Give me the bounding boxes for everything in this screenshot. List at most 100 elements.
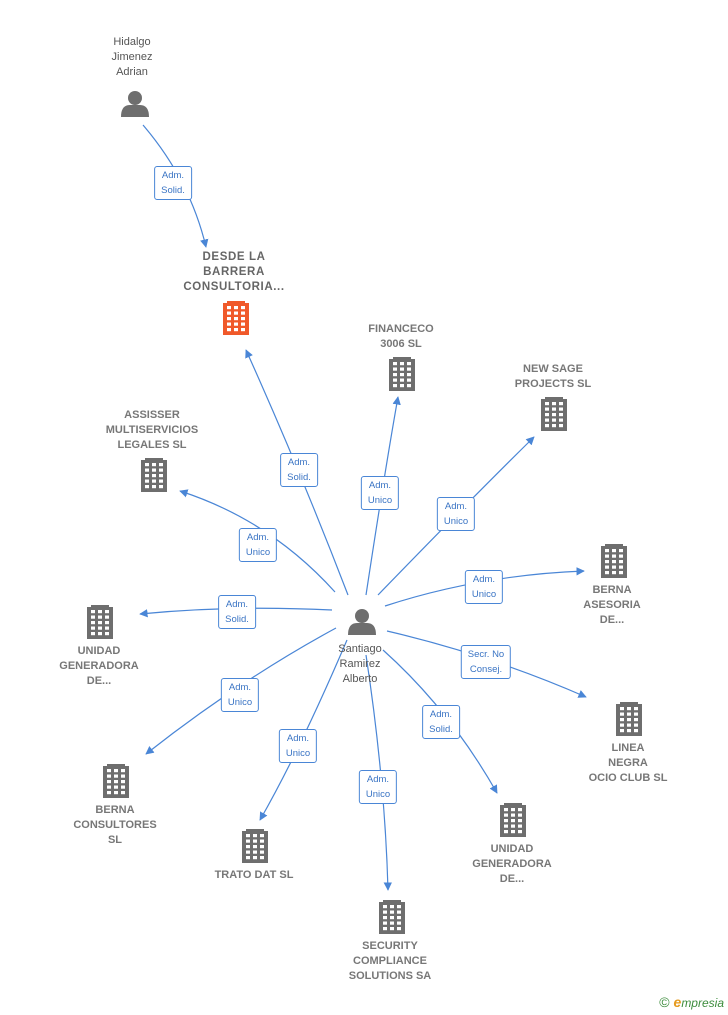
role-badge-line: Unico xyxy=(443,516,469,527)
role-badge-assisser[interactable]: Adm. Unico xyxy=(238,528,278,562)
brand-logo-initial: e xyxy=(673,994,682,1010)
role-badge-line: Adm. xyxy=(368,480,392,491)
node-label-line: COMPLIANCE xyxy=(353,955,427,967)
role-badge-bernaConsultores[interactable]: Adm.Unico xyxy=(220,678,260,712)
building-icon-security[interactable] xyxy=(379,900,405,934)
role-badge-line: Adm. xyxy=(246,532,270,543)
role-badge-unidad1[interactable]: Adm. Solid. xyxy=(218,595,256,629)
brand-logo-text: mpresia xyxy=(681,996,724,1010)
node-label-line: UNIDAD xyxy=(490,843,534,855)
node-label-line: 3006 SL xyxy=(380,338,422,350)
node-label-trato[interactable]: TRATO DAT SL xyxy=(215,868,294,883)
role-badge-unidad2[interactable]: Adm. Solid. xyxy=(422,705,460,739)
node-label-line: Jimenez xyxy=(111,51,153,63)
copyright-symbol: © xyxy=(659,994,670,1010)
node-label-line: Adrian xyxy=(116,66,148,78)
node-label-line: SECURITY xyxy=(362,940,418,952)
node-label-line: SOLUTIONS SA xyxy=(348,970,432,982)
role-badge-line: Adm. xyxy=(161,170,185,181)
role-badge-line: Adm. xyxy=(228,682,252,693)
building-icon-bernaConsultores[interactable] xyxy=(103,764,129,798)
role-badge-line: Adm. xyxy=(444,501,468,512)
role-badge-line: Adm. xyxy=(366,774,390,785)
node-label-line: ASSISSER xyxy=(124,409,180,421)
role-badge-line: Adm. xyxy=(225,599,249,610)
node-label-line: NEW SAGE xyxy=(523,363,583,375)
node-label-line: Hidalgo xyxy=(113,36,151,48)
node-label-line: DE... xyxy=(86,675,112,687)
node-label-line: DE... xyxy=(599,614,625,626)
node-label-line: LEGALES SL xyxy=(117,439,187,451)
footer-brand: © empresia xyxy=(659,994,724,1010)
role-badge-line: Solid. xyxy=(161,185,185,196)
role-badge-line: Unico xyxy=(365,789,391,800)
role-badge-trato[interactable]: Adm. Unico xyxy=(278,729,318,763)
node-label-line: DESDE LA xyxy=(202,251,266,263)
node-label-unidad2[interactable]: UNIDAD GENERADORA DE... xyxy=(472,842,551,887)
node-label-line: LINEA xyxy=(611,742,645,754)
node-label-line: Ramirez xyxy=(339,658,381,670)
node-label-line: DE... xyxy=(499,873,525,885)
role-badge-line: Unico xyxy=(471,589,497,600)
node-label-line: GENERADORA xyxy=(472,858,552,870)
node-label-line: TRATO DAT SL xyxy=(214,869,294,881)
node-label-line: CONSULTORIA... xyxy=(183,281,285,293)
node-label-unidad1[interactable]: UNIDAD GENERADORA DE... xyxy=(59,644,138,689)
role-badge-line: Unico xyxy=(245,547,271,558)
node-label-line: GENERADORA xyxy=(59,660,139,672)
node-label-line: PROJECTS SL xyxy=(514,378,592,390)
person-icon-santiago[interactable] xyxy=(348,609,376,635)
building-icon-bernaAsesoria[interactable] xyxy=(601,544,627,578)
node-label-line: MULTISERVICIOS xyxy=(105,424,199,436)
building-icon-assisser[interactable] xyxy=(141,458,167,492)
node-label-line: CONSULTORES xyxy=(73,819,157,831)
node-label-bernaAsesoria[interactable]: BERNA ASESORIA DE... xyxy=(583,583,640,628)
building-icon-trato[interactable] xyxy=(242,829,268,863)
role-badge-line: Unico xyxy=(285,748,311,759)
role-badge-line: Adm. xyxy=(429,709,453,720)
person-icon-hidalgo[interactable] xyxy=(121,91,149,117)
role-badge-line: Adm. xyxy=(286,733,310,744)
node-label-assisser[interactable]: ASSISSER MULTISERVICIOS LEGALES SL xyxy=(106,408,199,453)
role-badge-bernaAsesoria[interactable]: Adm. Unico xyxy=(464,570,504,604)
building-icon-unidad2[interactable] xyxy=(500,803,526,837)
role-badge-desde[interactable]: Adm. Solid. xyxy=(280,453,318,487)
role-badge-line: Solid. xyxy=(429,724,453,735)
role-badge-line: Adm. xyxy=(472,574,496,585)
role-badge-financeco[interactable]: Adm. Unico xyxy=(360,476,400,510)
building-icon-desde[interactable] xyxy=(223,301,249,335)
role-badge-line: Consej. xyxy=(469,664,503,675)
node-label-bernaConsultores[interactable]: BERNA CONSULTORES SL xyxy=(73,803,156,848)
building-icon-financeco[interactable] xyxy=(389,357,415,391)
building-icon-linea[interactable] xyxy=(616,702,642,736)
node-label-desde[interactable]: DESDE LA BARRERA CONSULTORIA... xyxy=(183,250,284,295)
role-badge-security[interactable]: Adm. Unico xyxy=(358,770,398,804)
role-badge-line: Secr. No xyxy=(467,649,505,660)
role-badge-newsage[interactable]: Adm. Unico xyxy=(436,497,476,531)
node-label-line: UNIDAD xyxy=(77,645,121,657)
role-badge-line: Solid. xyxy=(287,472,311,483)
node-label-line: BERNA xyxy=(95,804,135,816)
building-icon-newsage[interactable] xyxy=(541,397,567,431)
node-label-line: BERNA xyxy=(592,584,632,596)
role-badge-line: Adm. xyxy=(287,457,311,468)
node-label-security[interactable]: SECURITY COMPLIANCE SOLUTIONS SA xyxy=(349,939,432,984)
node-label-line: ASESORIA xyxy=(583,599,641,611)
node-label-line: Alberto xyxy=(342,673,378,685)
role-badge-linea[interactable]: Secr. No Consej. xyxy=(460,645,512,679)
role-badge-desde[interactable]: Adm. Solid. xyxy=(154,166,192,200)
building-icon-unidad1[interactable] xyxy=(87,605,113,639)
node-label-line: OCIO CLUB SL xyxy=(588,772,668,784)
role-badge-line: Solid. xyxy=(225,614,249,625)
node-label-line: Santiago xyxy=(338,643,382,655)
role-badge-line: Unico xyxy=(367,495,393,506)
node-label-line: BARRERA xyxy=(203,266,265,278)
node-label-line: SL xyxy=(107,834,123,846)
node-label-newsage[interactable]: NEW SAGE PROJECTS SL xyxy=(515,362,591,392)
